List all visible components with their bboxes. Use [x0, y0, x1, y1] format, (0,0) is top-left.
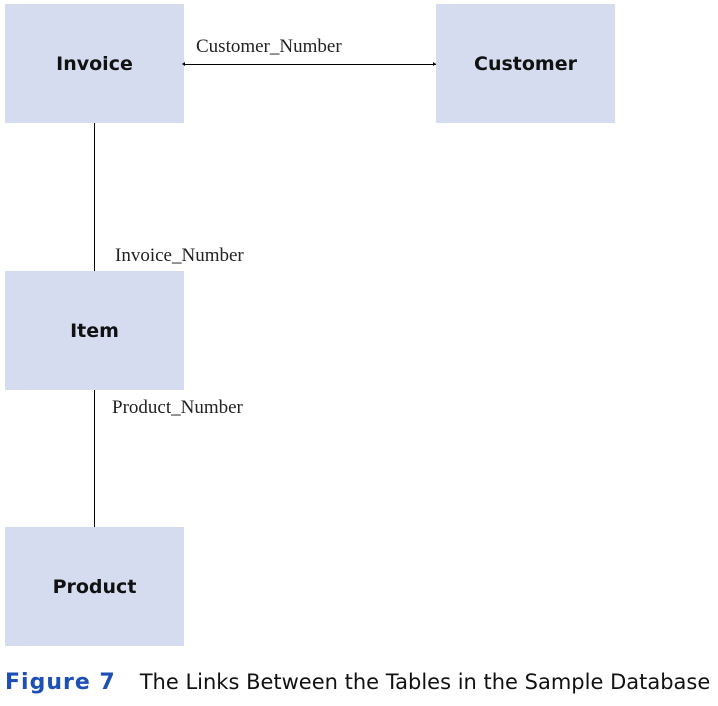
entity-item: Item [5, 271, 184, 390]
entity-invoice: Invoice [5, 4, 184, 123]
link-end-tick-customer [433, 62, 436, 66]
figure-title: The Links Between the Tables in the Samp… [139, 670, 711, 694]
figure-caption: Figure 7 The Links Between the Tables in … [5, 672, 710, 694]
link-label-invoice-number: Invoice_Number [115, 245, 244, 266]
figure-number: Figure 7 [5, 670, 116, 695]
link-line-invoice-customer [184, 64, 436, 65]
link-end-tick-invoice [182, 62, 185, 66]
entity-invoice-label: Invoice [56, 52, 133, 75]
link-line-item-product [94, 390, 95, 527]
link-line-invoice-item [94, 123, 95, 271]
entity-customer: Customer [436, 4, 615, 123]
entity-product: Product [5, 527, 184, 646]
entity-product-label: Product [52, 575, 137, 598]
link-label-product-number: Product_Number [112, 397, 243, 418]
link-label-customer-number: Customer_Number [196, 36, 342, 57]
entity-customer-label: Customer [474, 52, 577, 75]
entity-item-label: Item [70, 319, 119, 342]
